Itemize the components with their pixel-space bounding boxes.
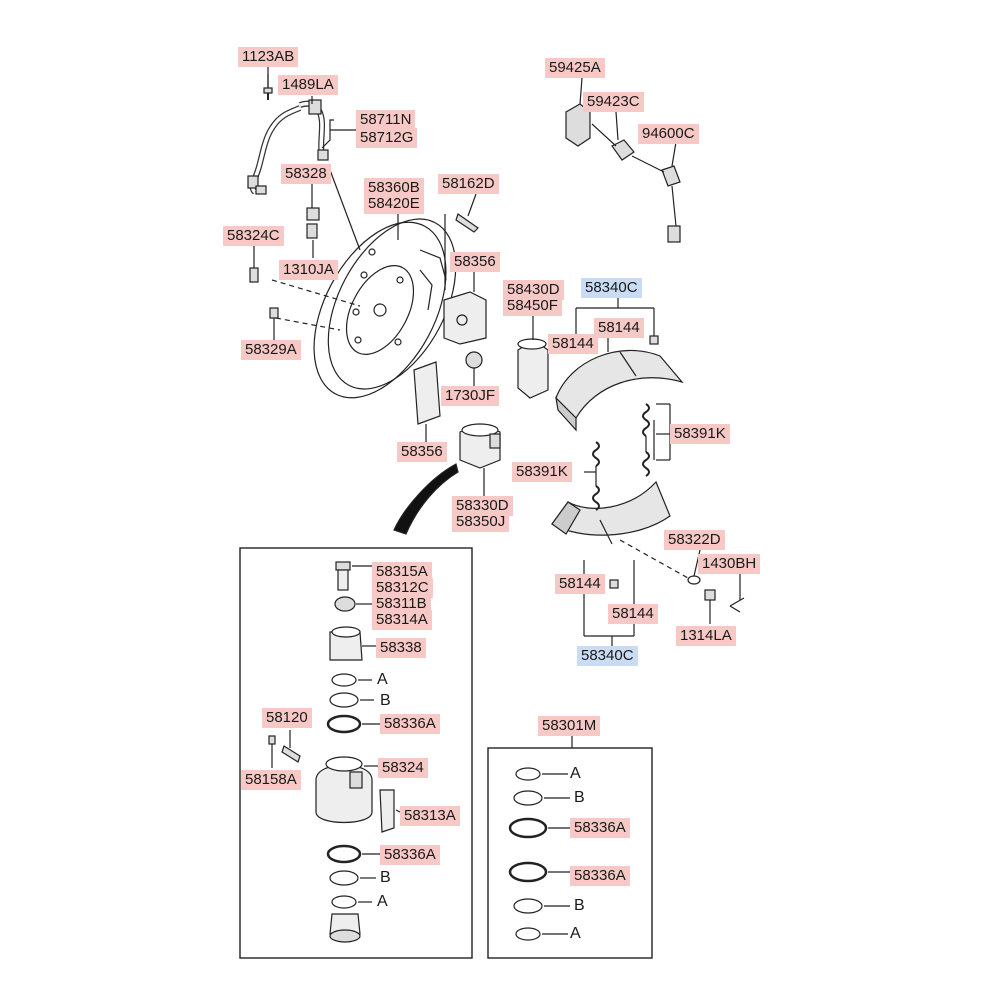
screw-58315a (335, 561, 351, 591)
washer-58311b (334, 596, 356, 612)
label-58391k-right[interactable]: 58391K (670, 424, 730, 444)
label-58158a[interactable]: 58158A (241, 770, 301, 790)
brake-pipe (247, 92, 329, 195)
label-58336a-2[interactable]: 58336A (380, 845, 440, 865)
brake-shoe-upper (555, 349, 684, 432)
ref-letter-b: B (574, 789, 585, 806)
detail-pointer-arrow (393, 463, 459, 535)
bolt-58324c (249, 244, 259, 283)
label-58350j[interactable]: 58350J (452, 512, 510, 532)
label-58144-a[interactable]: 58144 (594, 318, 644, 338)
label-58324c[interactable]: 58324C (223, 226, 284, 246)
backing-plate (313, 218, 457, 399)
ref-letter-b: B (380, 692, 391, 709)
label-58340c-bottom[interactable]: 58340C (577, 646, 638, 666)
label-58336a-3[interactable]: 58336A (570, 818, 630, 838)
ref-letter-a: A (377, 893, 388, 910)
label-58120[interactable]: 58120 (262, 708, 312, 728)
ref-letter-a: A (377, 671, 388, 688)
label-58162d[interactable]: 58162D (438, 174, 499, 194)
label-1123ab[interactable]: 1123AB (238, 47, 299, 67)
label-58340c-top[interactable]: 58340C (581, 278, 642, 298)
label-58313a[interactable]: 58313A (400, 806, 460, 826)
brake-shoe-lower (551, 480, 671, 545)
shim-58356-bottom (413, 361, 441, 442)
label-58420e[interactable]: 58420E (364, 194, 424, 214)
ref-letter-a: A (570, 765, 581, 782)
detail-box-cylinder-parts (239, 547, 473, 959)
label-58301m[interactable]: 58301M (538, 716, 601, 736)
bleeder-screw (455, 193, 479, 233)
label-58315a[interactable]: 58315A (372, 562, 432, 582)
label-58338[interactable]: 58338 (376, 638, 426, 658)
label-58360b[interactable]: 58360B (364, 178, 424, 198)
cylinder-body-58324 (315, 756, 373, 824)
label-58712g[interactable]: 58712G (356, 128, 418, 148)
label-58144-c[interactable]: 58144 (555, 574, 605, 594)
label-1489la[interactable]: 1489LA (278, 75, 338, 95)
label-58450f[interactable]: 58450F (503, 296, 562, 316)
label-1310ja[interactable]: 1310JA (279, 260, 338, 280)
label-58322d[interactable]: 58322D (664, 530, 725, 550)
wear-sensor (565, 77, 681, 243)
label-58329a[interactable]: 58329A (241, 340, 301, 360)
spring-right (642, 403, 655, 477)
detail-box-repair-kit (487, 747, 653, 959)
label-58324[interactable]: 58324 (378, 758, 428, 778)
piston-bottom (329, 913, 361, 943)
label-58391k-left[interactable]: 58391K (512, 462, 572, 482)
ref-letter-b: B (380, 869, 391, 886)
wheel-cylinder-58330d (459, 423, 501, 496)
ref-letter-a: A (570, 925, 581, 942)
shim-58356-top (443, 272, 487, 345)
wheel-cylinder-58430d (517, 316, 549, 399)
nut-58329a (269, 307, 279, 340)
label-58312c[interactable]: 58312C (372, 578, 433, 598)
label-58356-bottom[interactable]: 58356 (397, 442, 447, 462)
label-58328[interactable]: 58328 (281, 164, 331, 184)
label-58430d[interactable]: 58430D (503, 280, 564, 300)
bracket-58313a (379, 789, 395, 833)
label-58311b[interactable]: 58311B (372, 594, 431, 614)
label-58330d[interactable]: 58330D (452, 496, 513, 516)
label-58314a[interactable]: 58314A (372, 610, 432, 630)
ref-letter-b: B (574, 897, 585, 914)
label-58144-b[interactable]: 58144 (548, 334, 598, 354)
label-58356-top[interactable]: 58356 (450, 252, 500, 272)
bleeder-58120 (281, 745, 301, 763)
label-58336a-4[interactable]: 58336A (570, 866, 630, 886)
label-94600c[interactable]: 94600C (638, 124, 699, 144)
label-59425a[interactable]: 59425A (545, 58, 605, 78)
label-58144-d[interactable]: 58144 (608, 604, 658, 624)
label-1314la[interactable]: 1314LA (676, 626, 736, 646)
label-58336a-1[interactable]: 58336A (380, 714, 440, 734)
label-1730jf[interactable]: 1730JF (441, 386, 500, 406)
label-58711n[interactable]: 58711N (356, 110, 416, 130)
boot-58338 (329, 626, 363, 661)
label-1430bh[interactable]: 1430BH (698, 554, 761, 574)
spring-left (592, 441, 600, 511)
label-59423c[interactable]: 59423C (583, 92, 644, 112)
